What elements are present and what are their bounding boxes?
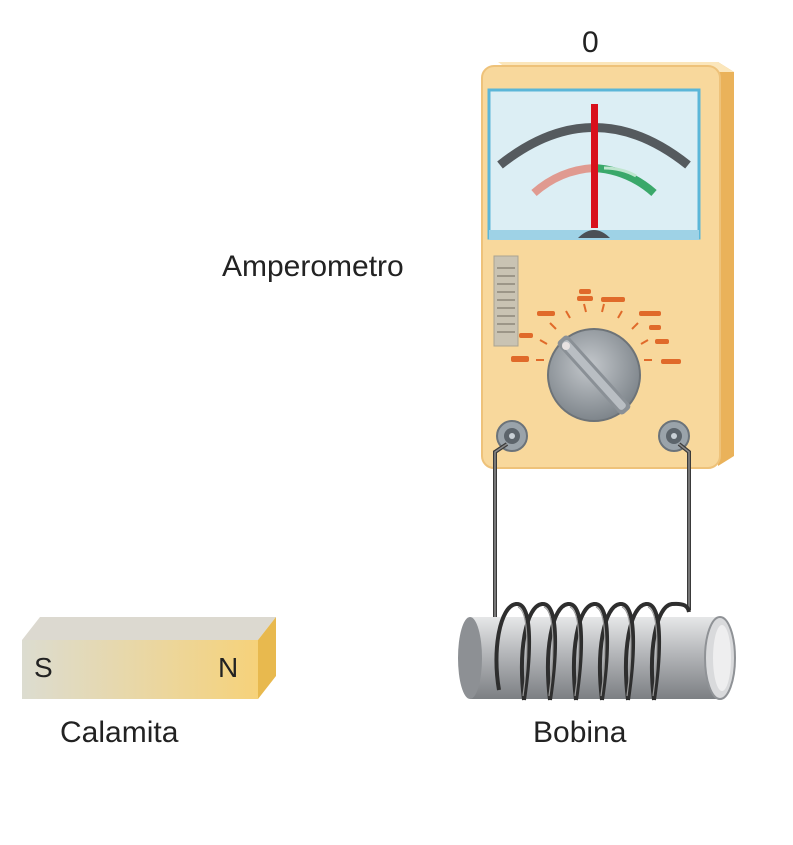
magnet-label: Calamita (60, 716, 179, 749)
magnet-front-face (22, 640, 258, 699)
magnet-top-face (22, 617, 276, 640)
coil-windings (494, 601, 691, 701)
ammeter-label: Amperometro (222, 250, 404, 283)
ammeter-needle (591, 104, 598, 228)
magnet-end-face (258, 617, 276, 699)
magnet-north-pole-label: N (218, 652, 239, 683)
magnet-south-pole-label: S (34, 652, 53, 683)
coil (458, 601, 736, 701)
ammeter-scale-green (593, 164, 657, 197)
ammeter (481, 62, 734, 469)
ammeter-side (718, 62, 734, 466)
range-slider (493, 255, 519, 347)
selector-knob (547, 328, 641, 422)
coil-core (470, 617, 720, 699)
ammeter-scale-red (531, 164, 595, 197)
coil-label: Bobina (533, 716, 627, 749)
needle-pivot (578, 230, 610, 238)
ammeter-zero-label: 0 (582, 26, 599, 59)
range-slider-ticks (497, 267, 515, 333)
selector-dial-markings (511, 289, 681, 364)
bar-magnet (22, 617, 276, 699)
connecting-wires (493, 442, 691, 690)
